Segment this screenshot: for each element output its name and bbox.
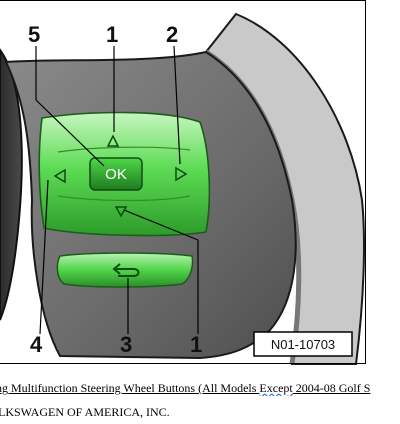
pad-divider-bottom: [57, 195, 191, 202]
up-arrow-icon: [106, 134, 120, 147]
figure-caption: ng Multifunction Steering Wheel Buttons …: [0, 381, 400, 396]
reference-code: N01-10703: [271, 337, 335, 352]
callout-3: 3: [120, 332, 132, 357]
callout-1-top: 1: [106, 22, 118, 47]
back-arrow-icon: [112, 263, 140, 277]
leader-lines: [35, 45, 199, 335]
figure: OK 5 1 2 4 3 1 N01-10703: [0, 0, 366, 365]
callout-5: 5: [28, 22, 40, 47]
figure-border: [0, 0, 366, 364]
caption-part3: 2004-08 Golf S: [292, 381, 371, 395]
reference-box: [253, 331, 353, 357]
caption-part1: ng Multifunction Steering Wheel Buttons …: [0, 381, 260, 395]
caption-part2: Except: [259, 381, 293, 395]
right-arrow-icon: [175, 166, 188, 182]
ok-label: OK: [105, 166, 127, 183]
left-arrow-icon: [53, 168, 66, 184]
down-arrow-icon: [114, 206, 128, 218]
callout-1-bottom: 1: [190, 332, 202, 357]
ok-button: [89, 157, 143, 191]
callout-2: 2: [166, 22, 178, 47]
copyright-footer: LKSWAGEN OF AMERICA, INC.: [0, 405, 170, 419]
callout-4: 4: [30, 332, 43, 357]
steering-wheel-diagram: OK 5 1 2 4 3 1 N01-10703: [0, 12, 365, 365]
